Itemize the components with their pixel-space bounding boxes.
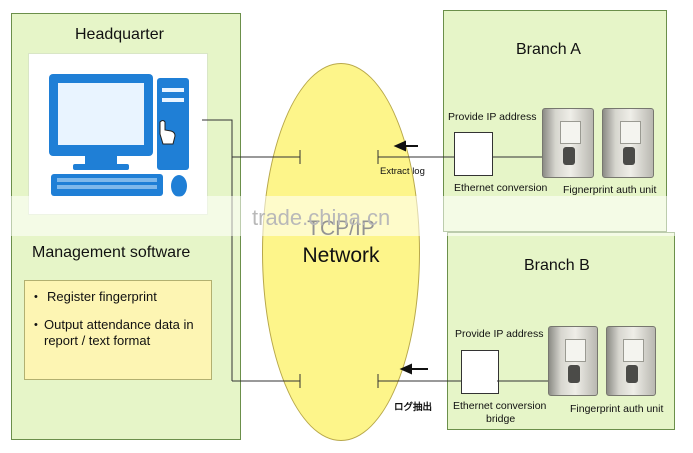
tcp-ip-network-cloud: TCP/IP Network bbox=[262, 63, 420, 441]
branch-a-title: Branch A bbox=[516, 41, 581, 58]
feature-item: •Register fingerprint bbox=[34, 289, 157, 304]
branch-b-ethernet-converter bbox=[461, 350, 499, 394]
software-features-box bbox=[24, 280, 212, 380]
branch-a-ethernet-converter bbox=[454, 132, 493, 176]
branch-a-fingerprint-unit-2 bbox=[602, 108, 654, 178]
branch-b-extract-log-label: ログ抽出 bbox=[394, 402, 433, 413]
computer-icon bbox=[49, 74, 189, 197]
branch-a-provide-ip-label: Provide IP address bbox=[448, 111, 537, 123]
branch-b-device-label: Fingerprint auth unit bbox=[570, 403, 664, 415]
branch-a-extract-log-label: Extract log bbox=[380, 166, 425, 177]
branch-b-ethernet-label-bridge: bridge bbox=[486, 413, 516, 425]
branch-b-fingerprint-unit-2 bbox=[606, 326, 656, 396]
feature-item: • Output attendance data in report / tex… bbox=[34, 317, 194, 348]
branch-a-device-label: Fignerprint auth unit bbox=[563, 184, 657, 196]
network-label-line2: Network bbox=[302, 244, 380, 267]
computer-illustration bbox=[28, 53, 208, 215]
branch-a-ethernet-label: Ethernet conversion bbox=[454, 182, 548, 194]
arrow-icon bbox=[393, 140, 428, 375]
management-software-title: Management software bbox=[32, 244, 191, 261]
branch-b-title: Branch B bbox=[524, 257, 590, 274]
branch-b-ethernet-label: Ethernet conversion bbox=[453, 400, 547, 412]
watermark-band bbox=[0, 196, 693, 236]
branch-b-fingerprint-unit-1 bbox=[548, 326, 598, 396]
branch-b-provide-ip-label: Provide IP address bbox=[455, 328, 544, 340]
watermark-text: trade.china.cn bbox=[252, 205, 391, 230]
branch-a-fingerprint-unit-1 bbox=[542, 108, 594, 178]
headquarter-title: Headquarter bbox=[75, 26, 164, 43]
